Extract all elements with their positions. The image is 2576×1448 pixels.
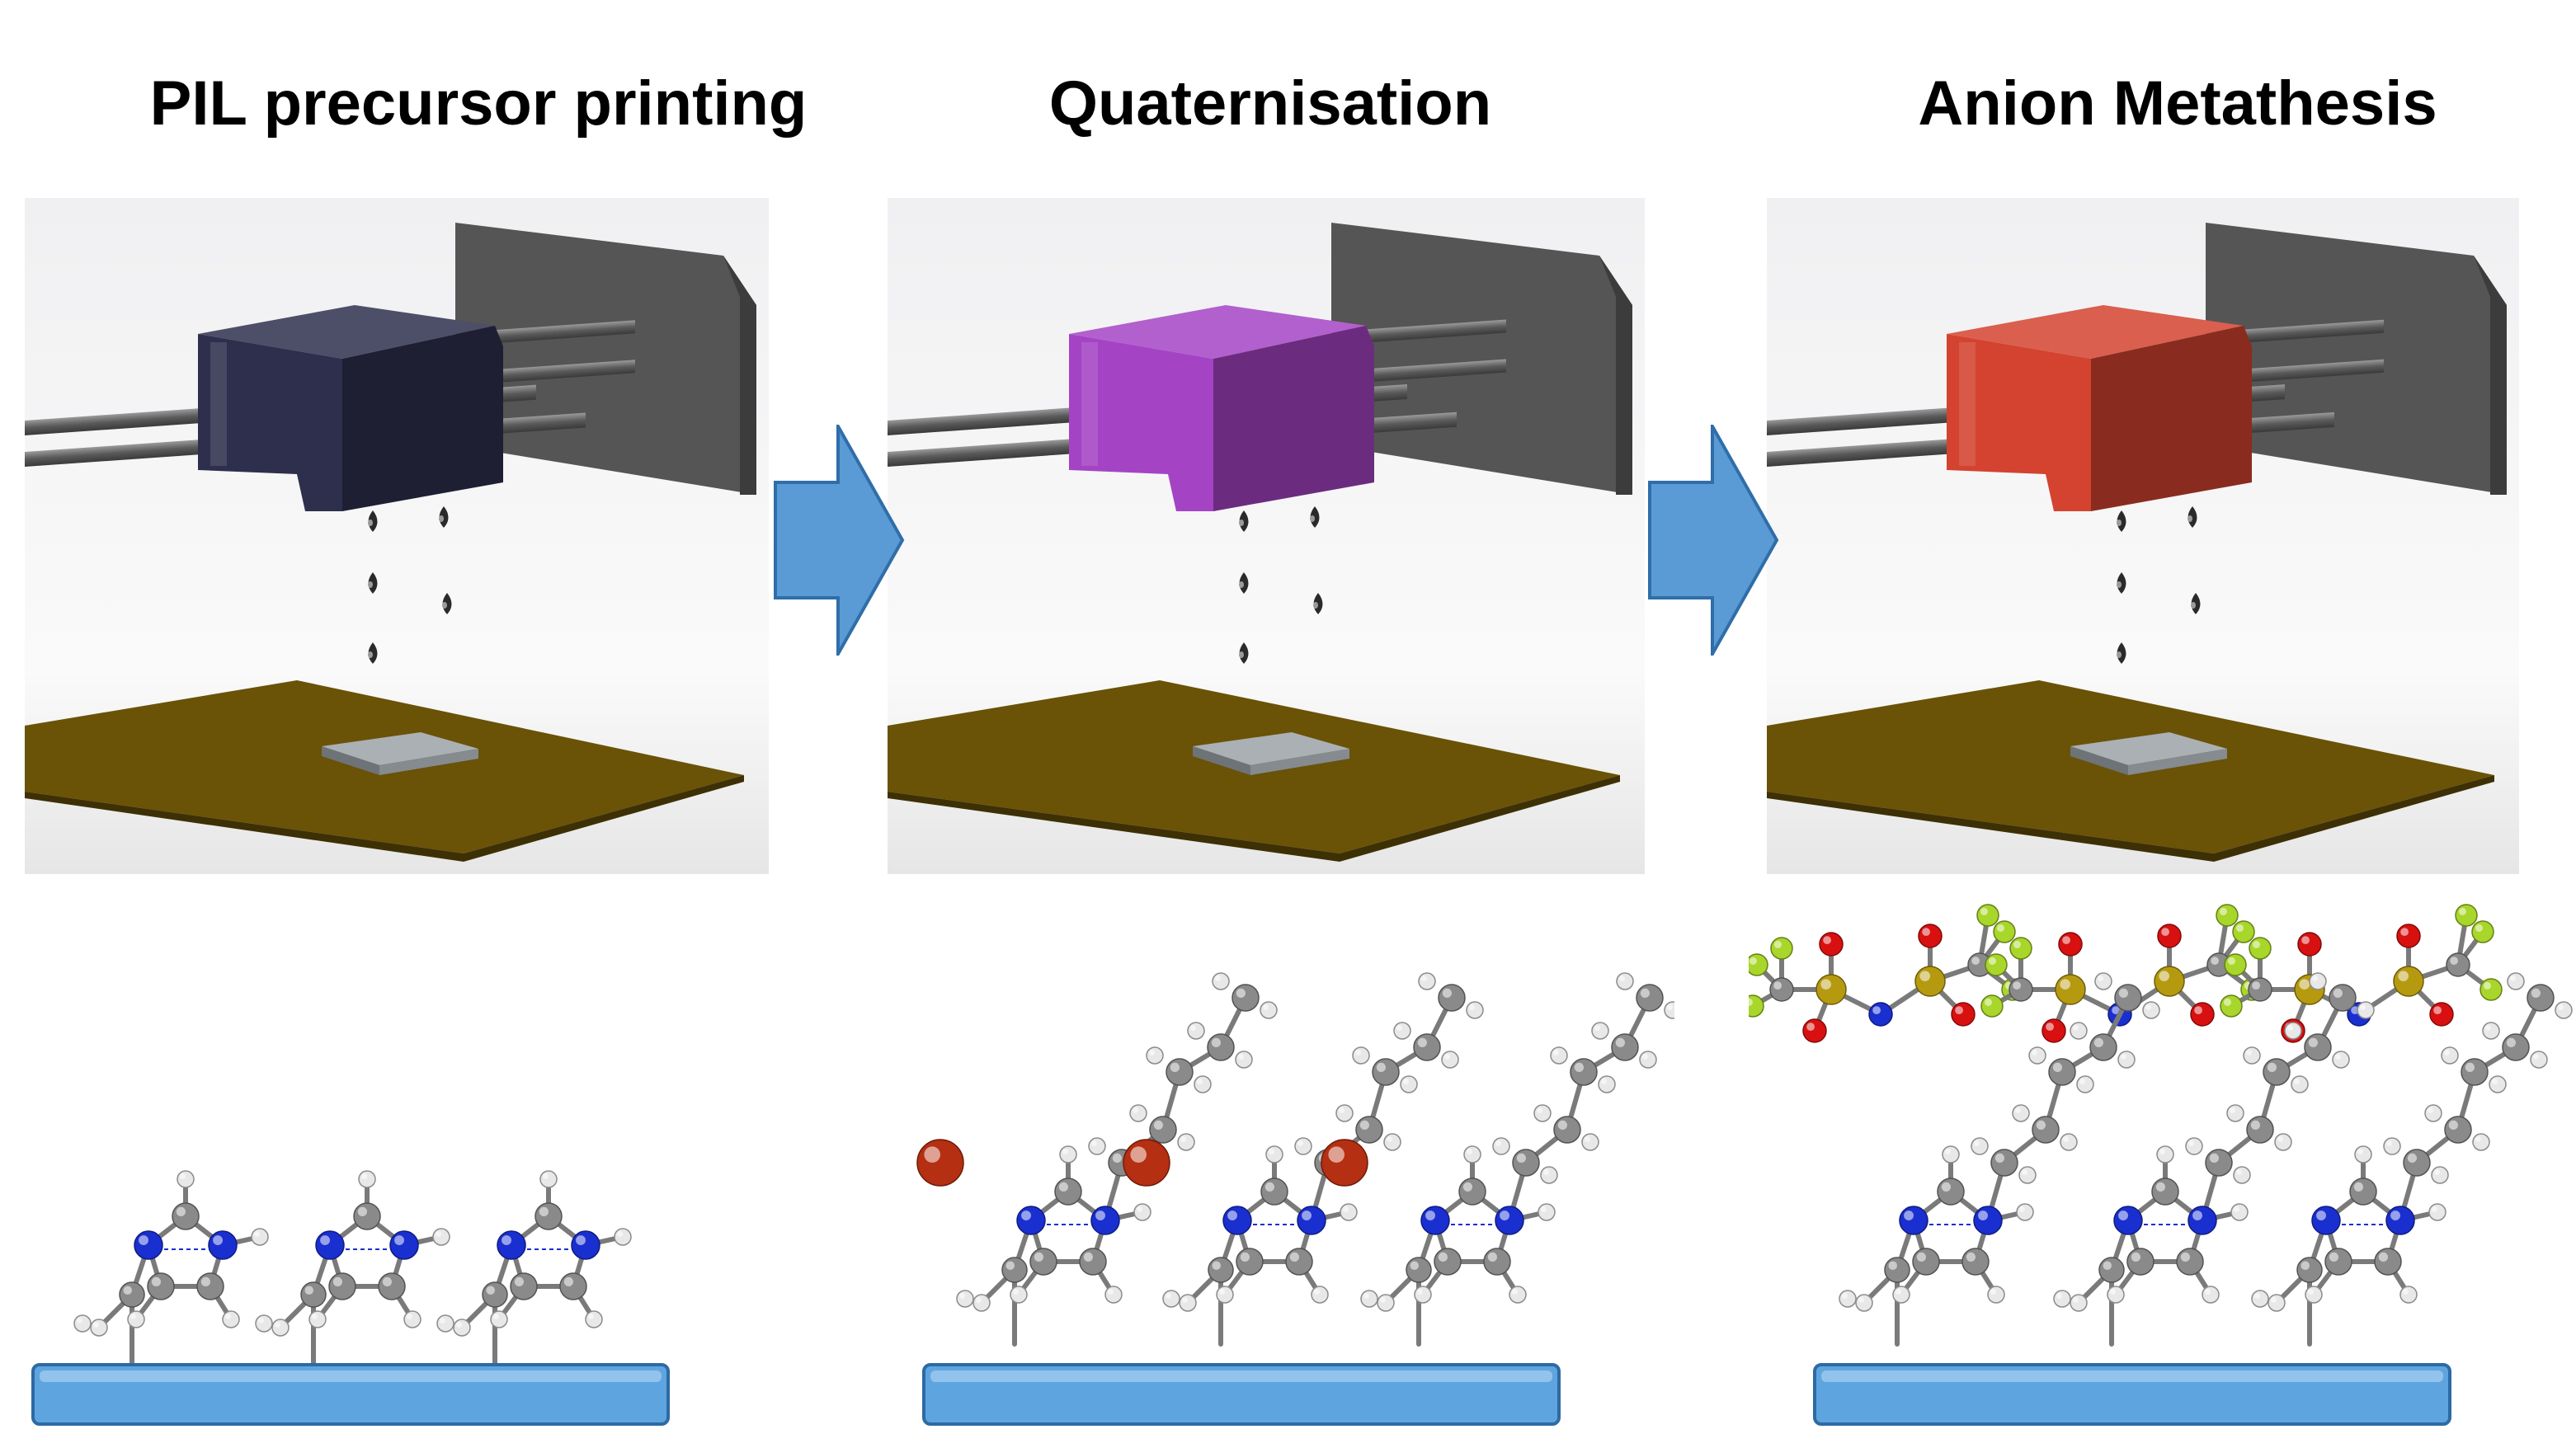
droplet-icon (1310, 506, 1320, 528)
quaternised-imidazolium-bromide-diagram (916, 891, 1682, 1435)
imidazole-molecule-icon (1162, 972, 1484, 1347)
printhead-icon (198, 305, 503, 511)
imidazole-molecule-icon (1839, 972, 2160, 1347)
imidazole-molecule-icon (2251, 972, 2573, 1347)
tfsi-anion-icon (2220, 904, 2503, 1043)
droplet-icon (2187, 506, 2197, 528)
substrate-plate-icon (888, 680, 1620, 862)
tfsi-anion-icon (1980, 904, 2263, 1043)
step-title-precursor-printing: PIL precursor printing (149, 68, 808, 139)
imidazole-molecule-icon (2053, 972, 2375, 1347)
droplet-icon (442, 593, 452, 614)
droplet-icon (1239, 510, 1249, 532)
bromide-ion-icon (916, 1139, 964, 1187)
droplet-icon (2117, 510, 2126, 532)
imidazole-monolayer-diagram (25, 891, 751, 1435)
droplet-icon (368, 642, 378, 664)
electrode-bar (1813, 1363, 2451, 1426)
bromide-ion-icon (1123, 1139, 1170, 1187)
imidazole-molecule-icon (436, 1170, 632, 1371)
step-title-anion-metathesis: Anion Metathesis (1918, 68, 2437, 139)
imidazolium-tfsi-diagram (1741, 891, 2574, 1435)
droplet-icon (2117, 642, 2126, 664)
printhead-icon (1069, 305, 1374, 511)
imidazole-molecule-icon (73, 1170, 269, 1371)
printhead-icon (1947, 305, 2252, 511)
electrode-bar (922, 1363, 1561, 1426)
imidazole-molecule-icon (1360, 972, 1682, 1347)
droplet-icon (1313, 593, 1323, 614)
printer-panel-precursor (25, 198, 769, 874)
imidazole-molecule-icon (956, 972, 1278, 1347)
droplet-icon (2191, 593, 2201, 614)
droplet-icon (368, 572, 378, 594)
droplet-icon (2117, 572, 2126, 594)
bromide-ion-icon (1321, 1139, 1368, 1187)
imidazole-molecule-icon (255, 1170, 450, 1371)
droplet-icon (1239, 572, 1249, 594)
tfsi-anion-icon (1741, 904, 2024, 1043)
step-title-quaternisation: Quaternisation (1048, 68, 1492, 139)
process-arrow-icon (774, 420, 906, 661)
printer-panel-metathesis (1767, 198, 2519, 874)
electrode-bar (31, 1363, 670, 1426)
droplet-icon (1239, 642, 1249, 664)
substrate-plate-icon (25, 680, 744, 862)
droplet-icon (368, 510, 378, 532)
process-arrow-icon (1648, 420, 1780, 661)
substrate-plate-icon (1767, 680, 2494, 862)
droplet-icon (439, 506, 449, 528)
printer-panel-quaternisation (888, 198, 1645, 874)
